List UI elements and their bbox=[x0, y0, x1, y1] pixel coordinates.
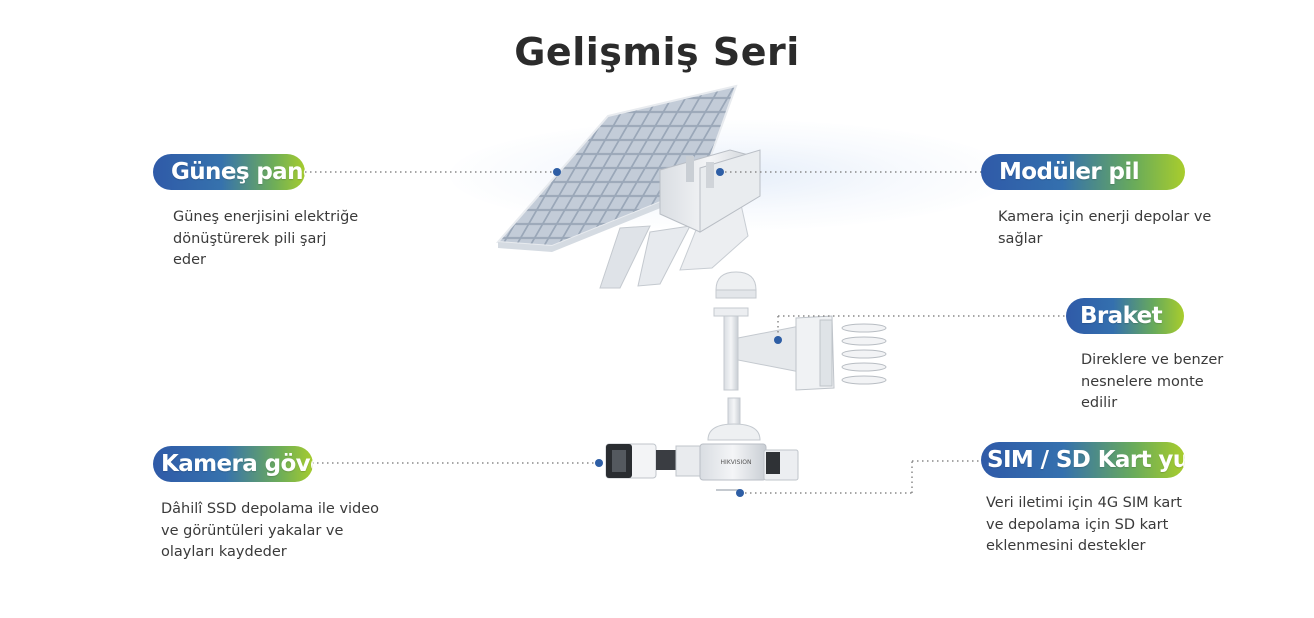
desc-line: Kamera için enerji depolar ve bbox=[998, 209, 1212, 225]
feature-label-camera-body: Kamera gövdesi bbox=[153, 446, 313, 482]
desc-line: ve görüntüleri yakalar ve bbox=[161, 522, 344, 539]
feature-desc-modular-battery: Kamera için enerji depolar ve sağlar bbox=[998, 207, 1238, 250]
desc-line: sağlar bbox=[998, 230, 1043, 247]
feature-desc-sim-sd-slot: Veri iletimi için 4G SIM kart ve depolam… bbox=[986, 493, 1226, 558]
desc-line: edilir bbox=[1081, 395, 1118, 411]
feature-label-modular-battery: Modüler pil bbox=[981, 154, 1185, 190]
desc-line: eder bbox=[173, 252, 207, 268]
leader-dots bbox=[553, 168, 782, 497]
feature-label-solar-panel: Güneş paneli bbox=[153, 154, 305, 190]
dot-battery bbox=[716, 168, 724, 176]
dot-camera bbox=[595, 459, 603, 467]
desc-line: Veri iletimi için 4G SIM kart bbox=[986, 495, 1182, 511]
camera-mount-graphic bbox=[707, 397, 761, 441]
feature-label-sim-sd-slot: SIM / SD Kart yuvası bbox=[981, 442, 1185, 478]
feature-desc-camera-body: Dâhilî SSD depolama ile video ve görüntü… bbox=[161, 499, 401, 564]
desc-line: Dâhilî SSD depolama ile video bbox=[161, 501, 380, 517]
dot-solar bbox=[553, 168, 561, 176]
camera-body-graphic: HIKVISION bbox=[605, 443, 799, 491]
desc-line: nesnelere monte bbox=[1081, 373, 1204, 390]
desc-line: ve depolama için SD kart bbox=[986, 516, 1169, 533]
page-title: Gelişmiş Seri bbox=[514, 30, 800, 74]
desc-line: Direklere ve benzer bbox=[1081, 352, 1224, 368]
pole-head-graphic bbox=[715, 271, 757, 299]
feature-desc-bracket: Direklere ve benzer nesnelere monte edil… bbox=[1081, 350, 1281, 415]
desc-line: olayları kaydeder bbox=[161, 544, 287, 560]
modular-battery-graphic bbox=[659, 149, 761, 233]
desc-line: eklenmesini destekler bbox=[986, 538, 1146, 554]
dot-sim bbox=[736, 489, 744, 497]
dot-bracket bbox=[774, 336, 782, 344]
bracket-graphic bbox=[713, 307, 887, 391]
feature-label-bracket: Braket bbox=[1066, 298, 1184, 334]
camera-brand-text: HIKVISION bbox=[721, 459, 752, 466]
feature-desc-solar-panel: Güneş enerjisini elektriğe dönüştürerek … bbox=[173, 207, 393, 272]
desc-line: Güneş enerjisini elektriğe bbox=[173, 209, 359, 225]
desc-line: dönüştürerek pili şarj bbox=[173, 230, 327, 247]
